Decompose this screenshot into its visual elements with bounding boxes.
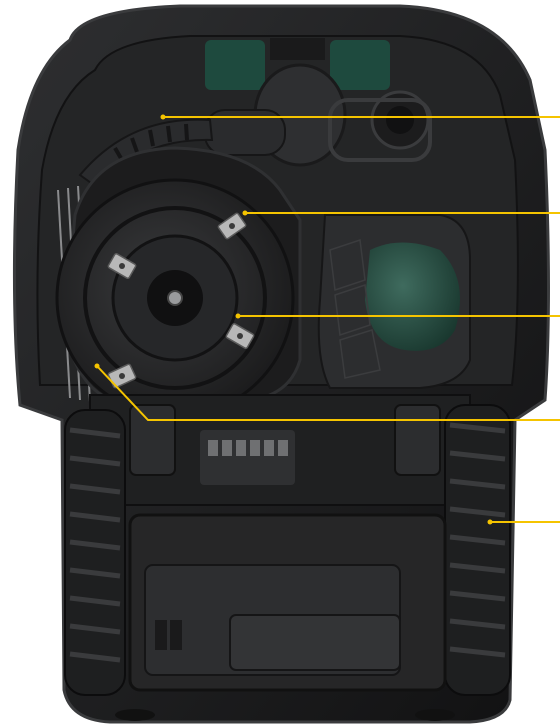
green-battery-pack — [365, 242, 460, 351]
right-wheel — [444, 404, 511, 696]
left-wheel-motor — [129, 404, 176, 476]
green-motor-right — [330, 40, 390, 90]
left-wheel — [64, 409, 126, 696]
callout-4 — [96, 365, 560, 421]
battery-cover-latch — [229, 614, 401, 671]
callout-lines — [96, 116, 560, 523]
green-motor-left — [205, 40, 265, 90]
charging-contacts — [200, 430, 295, 485]
right-wheel-motor — [394, 404, 441, 476]
hub-bolt — [167, 290, 183, 306]
